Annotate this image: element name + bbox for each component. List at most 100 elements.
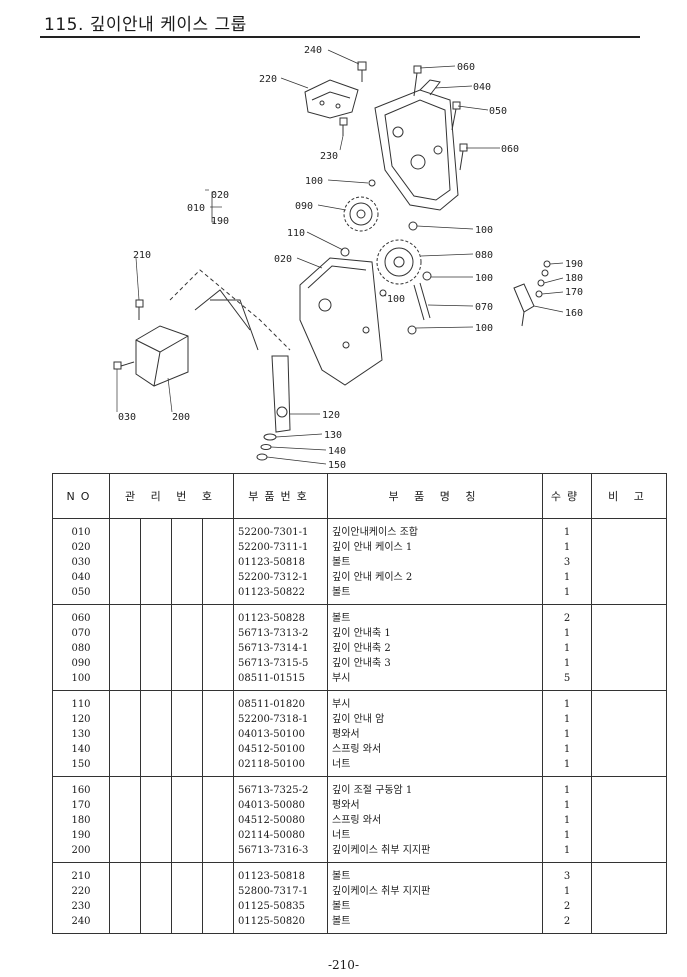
exploded-parts-diagram: 240 220 060 040 050 060 230 100 020 010 … [113,45,583,470]
mgmt-cell-1 [109,828,141,843]
header-no: NO [52,473,110,519]
label-150: 150 [328,460,346,470]
mgmt-cell-3 [171,604,203,626]
row-no: 160 [52,776,110,798]
mgmt-cell-1 [109,712,141,727]
mgmt-cell-4 [202,540,234,555]
label-140: 140 [328,446,346,457]
mgmt-cell-1 [109,641,141,656]
remark [591,776,667,798]
mgmt-cell-4 [202,604,234,626]
mgmt-cell-1 [109,540,141,555]
mgmt-cell-2 [140,604,172,626]
mgmt-cell-3 [171,540,203,555]
label-050: 050 [489,106,507,117]
label-040: 040 [473,82,491,93]
mgmt-cell-4 [202,555,234,570]
mgmt-cell-3 [171,884,203,899]
part-name: 부시 [327,671,543,691]
part-code: 04013-50100 [233,727,328,742]
mgmt-cell-1 [109,555,141,570]
remark [591,656,667,671]
remark [591,914,667,934]
label-200: 200 [172,412,190,423]
title-rule [40,36,640,38]
mgmt-cell-2 [140,757,172,777]
bolt-060-part [413,65,422,97]
mgmt-cell-2 [140,862,172,884]
sprocket-080-part [376,239,422,285]
bracket-220-part [304,79,359,119]
row-no: 230 [52,899,110,914]
mgmt-cell-2 [140,813,172,828]
mgmt-cell-4 [202,690,234,712]
quantity: 1 [542,828,592,843]
row-no: 110 [52,690,110,712]
mgmt-cell-4 [202,518,234,540]
sprocket-090-part [343,196,379,232]
part-code: 52200-7312-1 [233,570,328,585]
mgmt-cell-3 [171,690,203,712]
remark [591,798,667,813]
mgmt-cell-4 [202,884,234,899]
quantity: 1 [542,585,592,605]
mgmt-cell-2 [140,690,172,712]
label-100b: 100 [475,225,493,236]
quantity: 1 [542,712,592,727]
mgmt-cell-4 [202,626,234,641]
mgmt-cell-2 [140,742,172,757]
label-130: 130 [324,430,342,441]
mgmt-cell-3 [171,776,203,798]
label-020b: 020 [274,254,292,265]
plate-200-part [135,325,189,387]
remark [591,727,667,742]
quantity: 1 [542,626,592,641]
mgmt-cell-4 [202,712,234,727]
mgmt-cell-1 [109,899,141,914]
part-name: 볼트 [327,914,543,934]
mgmt-cell-1 [109,813,141,828]
part-code: 56713-7314-1 [233,641,328,656]
part-code: 08511-01820 [233,690,328,712]
mgmt-cell-1 [109,798,141,813]
mgmt-cell-2 [140,518,172,540]
page-number: -210- [327,958,359,972]
part-name: 볼트 [327,604,543,626]
label-070: 070 [475,302,493,313]
part-name: 평와서 [327,798,543,813]
label-170: 170 [565,287,583,298]
row-no: 070 [52,626,110,641]
mgmt-cell-1 [109,518,141,540]
mgmt-cell-4 [202,671,234,691]
arm-120-part [271,355,291,433]
part-code: 52200-7301-1 [233,518,328,540]
mgmt-cell-2 [140,843,172,863]
mgmt-cell-4 [202,742,234,757]
mgmt-cell-2 [140,884,172,899]
table-header-row: NO 관 리 번 호 부품번호 부 품 명 칭 수량 비 고 [52,473,667,519]
mgmt-cell-3 [171,585,203,605]
remark [591,690,667,712]
quantity: 1 [542,656,592,671]
mgmt-cell-2 [140,555,172,570]
part-name: 볼트 [327,862,543,884]
bolt-210-part [135,299,144,320]
label-190a: 190 [211,216,229,227]
part-code: 01123-50828 [233,604,328,626]
mgmt-cell-2 [140,828,172,843]
remark [591,570,667,585]
remark [591,712,667,727]
label-060a: 060 [457,62,475,73]
mgmt-cell-2 [140,776,172,798]
page-title: 115. 깊이안내 케이스 그룹 [44,15,247,35]
label-100d: 100 [387,294,405,305]
row-no: 150 [52,757,110,777]
part-code: 01125-50820 [233,914,328,934]
part-name: 부시 [327,690,543,712]
mgmt-cell-1 [109,690,141,712]
